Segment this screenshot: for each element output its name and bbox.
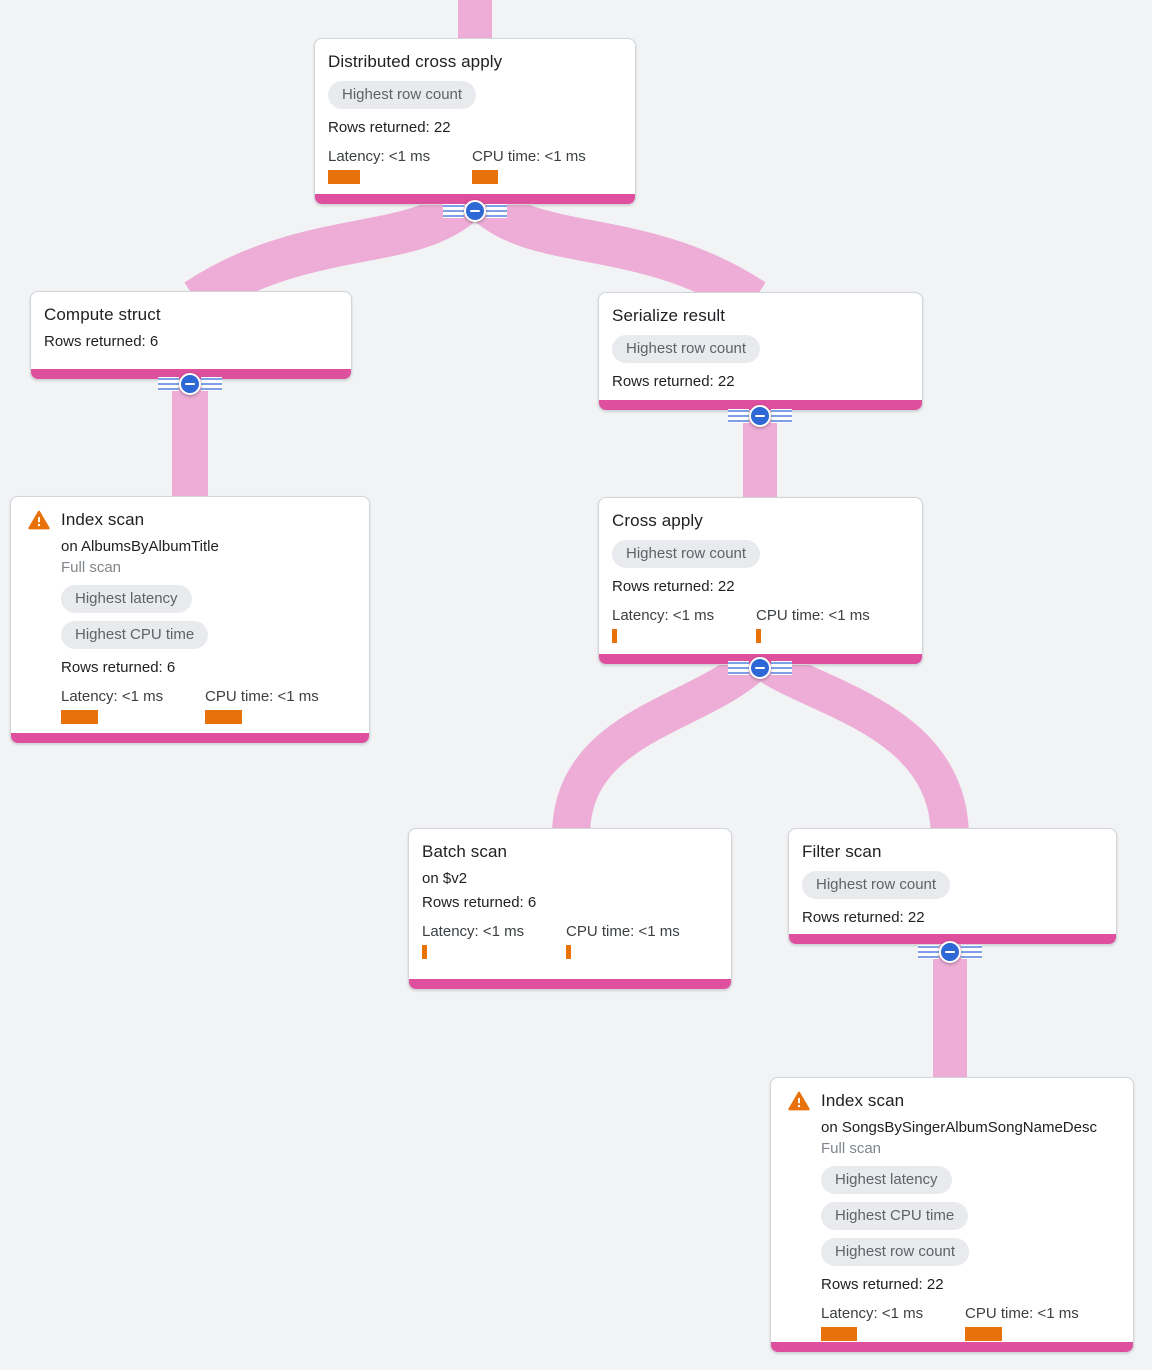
rows-returned: Rows returned: 22 — [802, 909, 925, 926]
node-title: Index scan — [61, 510, 145, 529]
node-title: Compute struct — [44, 305, 161, 324]
collapse-button-compute-struct[interactable] — [158, 373, 222, 395]
warning-icon — [788, 1091, 810, 1111]
collapse-stripes — [728, 410, 749, 422]
link-cross-apply-to-batch-scan — [552, 649, 765, 837]
plan-node-filter-scan[interactable]: Filter scan Highest row count Rows retur… — [788, 828, 1117, 945]
rows-returned: Rows returned: 22 — [328, 119, 451, 136]
collapse-minus-icon — [464, 200, 486, 222]
plan-node-distributed-cross-apply[interactable]: Distributed cross apply Highest row coun… — [314, 38, 636, 205]
collapse-minus-icon — [749, 657, 771, 679]
cpu-time-label: CPU time: <1 ms — [472, 148, 586, 165]
link-cross-apply-to-filter-scan — [757, 647, 969, 839]
node-accent-bar — [771, 1342, 1133, 1352]
latency-bar — [612, 629, 617, 643]
collapse-stripes — [728, 662, 749, 674]
cpu-time-label: CPU time: <1 ms — [566, 923, 680, 940]
node-title: Batch scan — [422, 842, 508, 861]
collapse-stripes — [486, 205, 507, 217]
node-title: Cross apply — [612, 511, 703, 530]
badge-highest-row-count: Highest row count — [612, 335, 761, 363]
cpu-time-bar — [756, 629, 761, 643]
scan-type-label: Full scan — [821, 1140, 882, 1157]
cpu-time-bar — [472, 170, 498, 184]
node-subtitle: on SongsBySingerAlbumSongNameDesc — [821, 1119, 1097, 1136]
node-accent-bar — [789, 934, 1116, 944]
plan-node-compute-struct[interactable]: Compute struct Rows returned: 6 — [30, 291, 352, 380]
badge-highest-row-count: Highest row count — [821, 1238, 970, 1266]
badge-highest-cpu-time: Highest CPU time — [821, 1202, 969, 1230]
latency-label: Latency: <1 ms — [612, 607, 715, 624]
cpu-time-label: CPU time: <1 ms — [205, 688, 319, 705]
node-title: Distributed cross apply — [328, 52, 503, 71]
badge-highest-cpu-time: Highest CPU time — [61, 621, 209, 649]
collapse-stripes — [201, 378, 222, 390]
plan-node-index-scan-songs[interactable]: Index scan on SongsBySingerAlbumSongName… — [770, 1077, 1134, 1353]
rows-returned: Rows returned: 6 — [61, 659, 176, 676]
latency-label: Latency: <1 ms — [821, 1305, 924, 1322]
collapse-stripes — [771, 662, 792, 674]
collapse-button-cross-apply[interactable] — [728, 657, 792, 679]
badge-highest-row-count: Highest row count — [802, 871, 951, 899]
plan-node-batch-scan[interactable]: Batch scan on $v2 Rows returned: 6 Laten… — [408, 828, 732, 990]
warning-icon — [28, 510, 50, 530]
badge-highest-row-count: Highest row count — [612, 540, 761, 568]
node-title: Serialize result — [612, 306, 726, 325]
collapse-button-distributed-cross-apply[interactable] — [443, 200, 507, 222]
rows-returned: Rows returned: 6 — [44, 333, 159, 350]
collapse-stripes — [918, 946, 939, 958]
node-subtitle: on AlbumsByAlbumTitle — [61, 538, 219, 555]
collapse-stripes — [443, 205, 464, 217]
cpu-time-bar — [965, 1327, 1002, 1341]
collapse-stripes — [961, 946, 982, 958]
plan-node-index-scan-albums[interactable]: Index scan on AlbumsByAlbumTitle Full sc… — [10, 496, 370, 744]
badge-highest-latency: Highest latency — [61, 585, 192, 613]
latency-label: Latency: <1 ms — [328, 148, 431, 165]
collapse-button-filter-scan[interactable] — [918, 941, 982, 963]
badge-highest-row-count: Highest row count — [328, 81, 477, 109]
cpu-time-label: CPU time: <1 ms — [756, 607, 870, 624]
collapse-minus-icon — [179, 373, 201, 395]
node-title: Filter scan — [802, 842, 882, 861]
rows-returned: Rows returned: 22 — [821, 1276, 944, 1293]
collapse-minus-icon — [939, 941, 961, 963]
collapse-stripes — [771, 410, 792, 422]
rows-returned: Rows returned: 22 — [612, 373, 735, 390]
cpu-time-label: CPU time: <1 ms — [965, 1305, 1079, 1322]
cpu-time-bar — [205, 710, 242, 724]
cpu-time-bar — [566, 945, 571, 959]
latency-bar — [328, 170, 360, 184]
collapse-minus-icon — [749, 405, 771, 427]
latency-label: Latency: <1 ms — [61, 688, 164, 705]
latency-bar — [422, 945, 427, 959]
link-distributed-cross-apply-to-serialize-result — [472, 187, 766, 318]
collapse-stripes — [158, 378, 179, 390]
node-title: Index scan — [821, 1091, 905, 1110]
rows-returned: Rows returned: 22 — [612, 578, 735, 595]
rows-returned: Rows returned: 6 — [422, 894, 537, 911]
badge-highest-latency: Highest latency — [821, 1166, 952, 1194]
node-accent-bar — [315, 194, 635, 204]
node-accent-bar — [11, 733, 369, 743]
link-distributed-cross-apply-to-compute-struct — [184, 187, 478, 318]
plan-node-serialize-result[interactable]: Serialize result Highest row count Rows … — [598, 292, 923, 411]
node-subtitle: on $v2 — [422, 870, 468, 887]
latency-bar — [821, 1327, 857, 1341]
scan-type-label: Full scan — [61, 559, 122, 576]
collapse-button-serialize-result[interactable] — [728, 405, 792, 427]
plan-node-cross-apply[interactable]: Cross apply Highest row count Rows retur… — [598, 497, 923, 665]
node-accent-bar — [409, 979, 731, 989]
latency-bar — [61, 710, 98, 724]
latency-label: Latency: <1 ms — [422, 923, 525, 940]
